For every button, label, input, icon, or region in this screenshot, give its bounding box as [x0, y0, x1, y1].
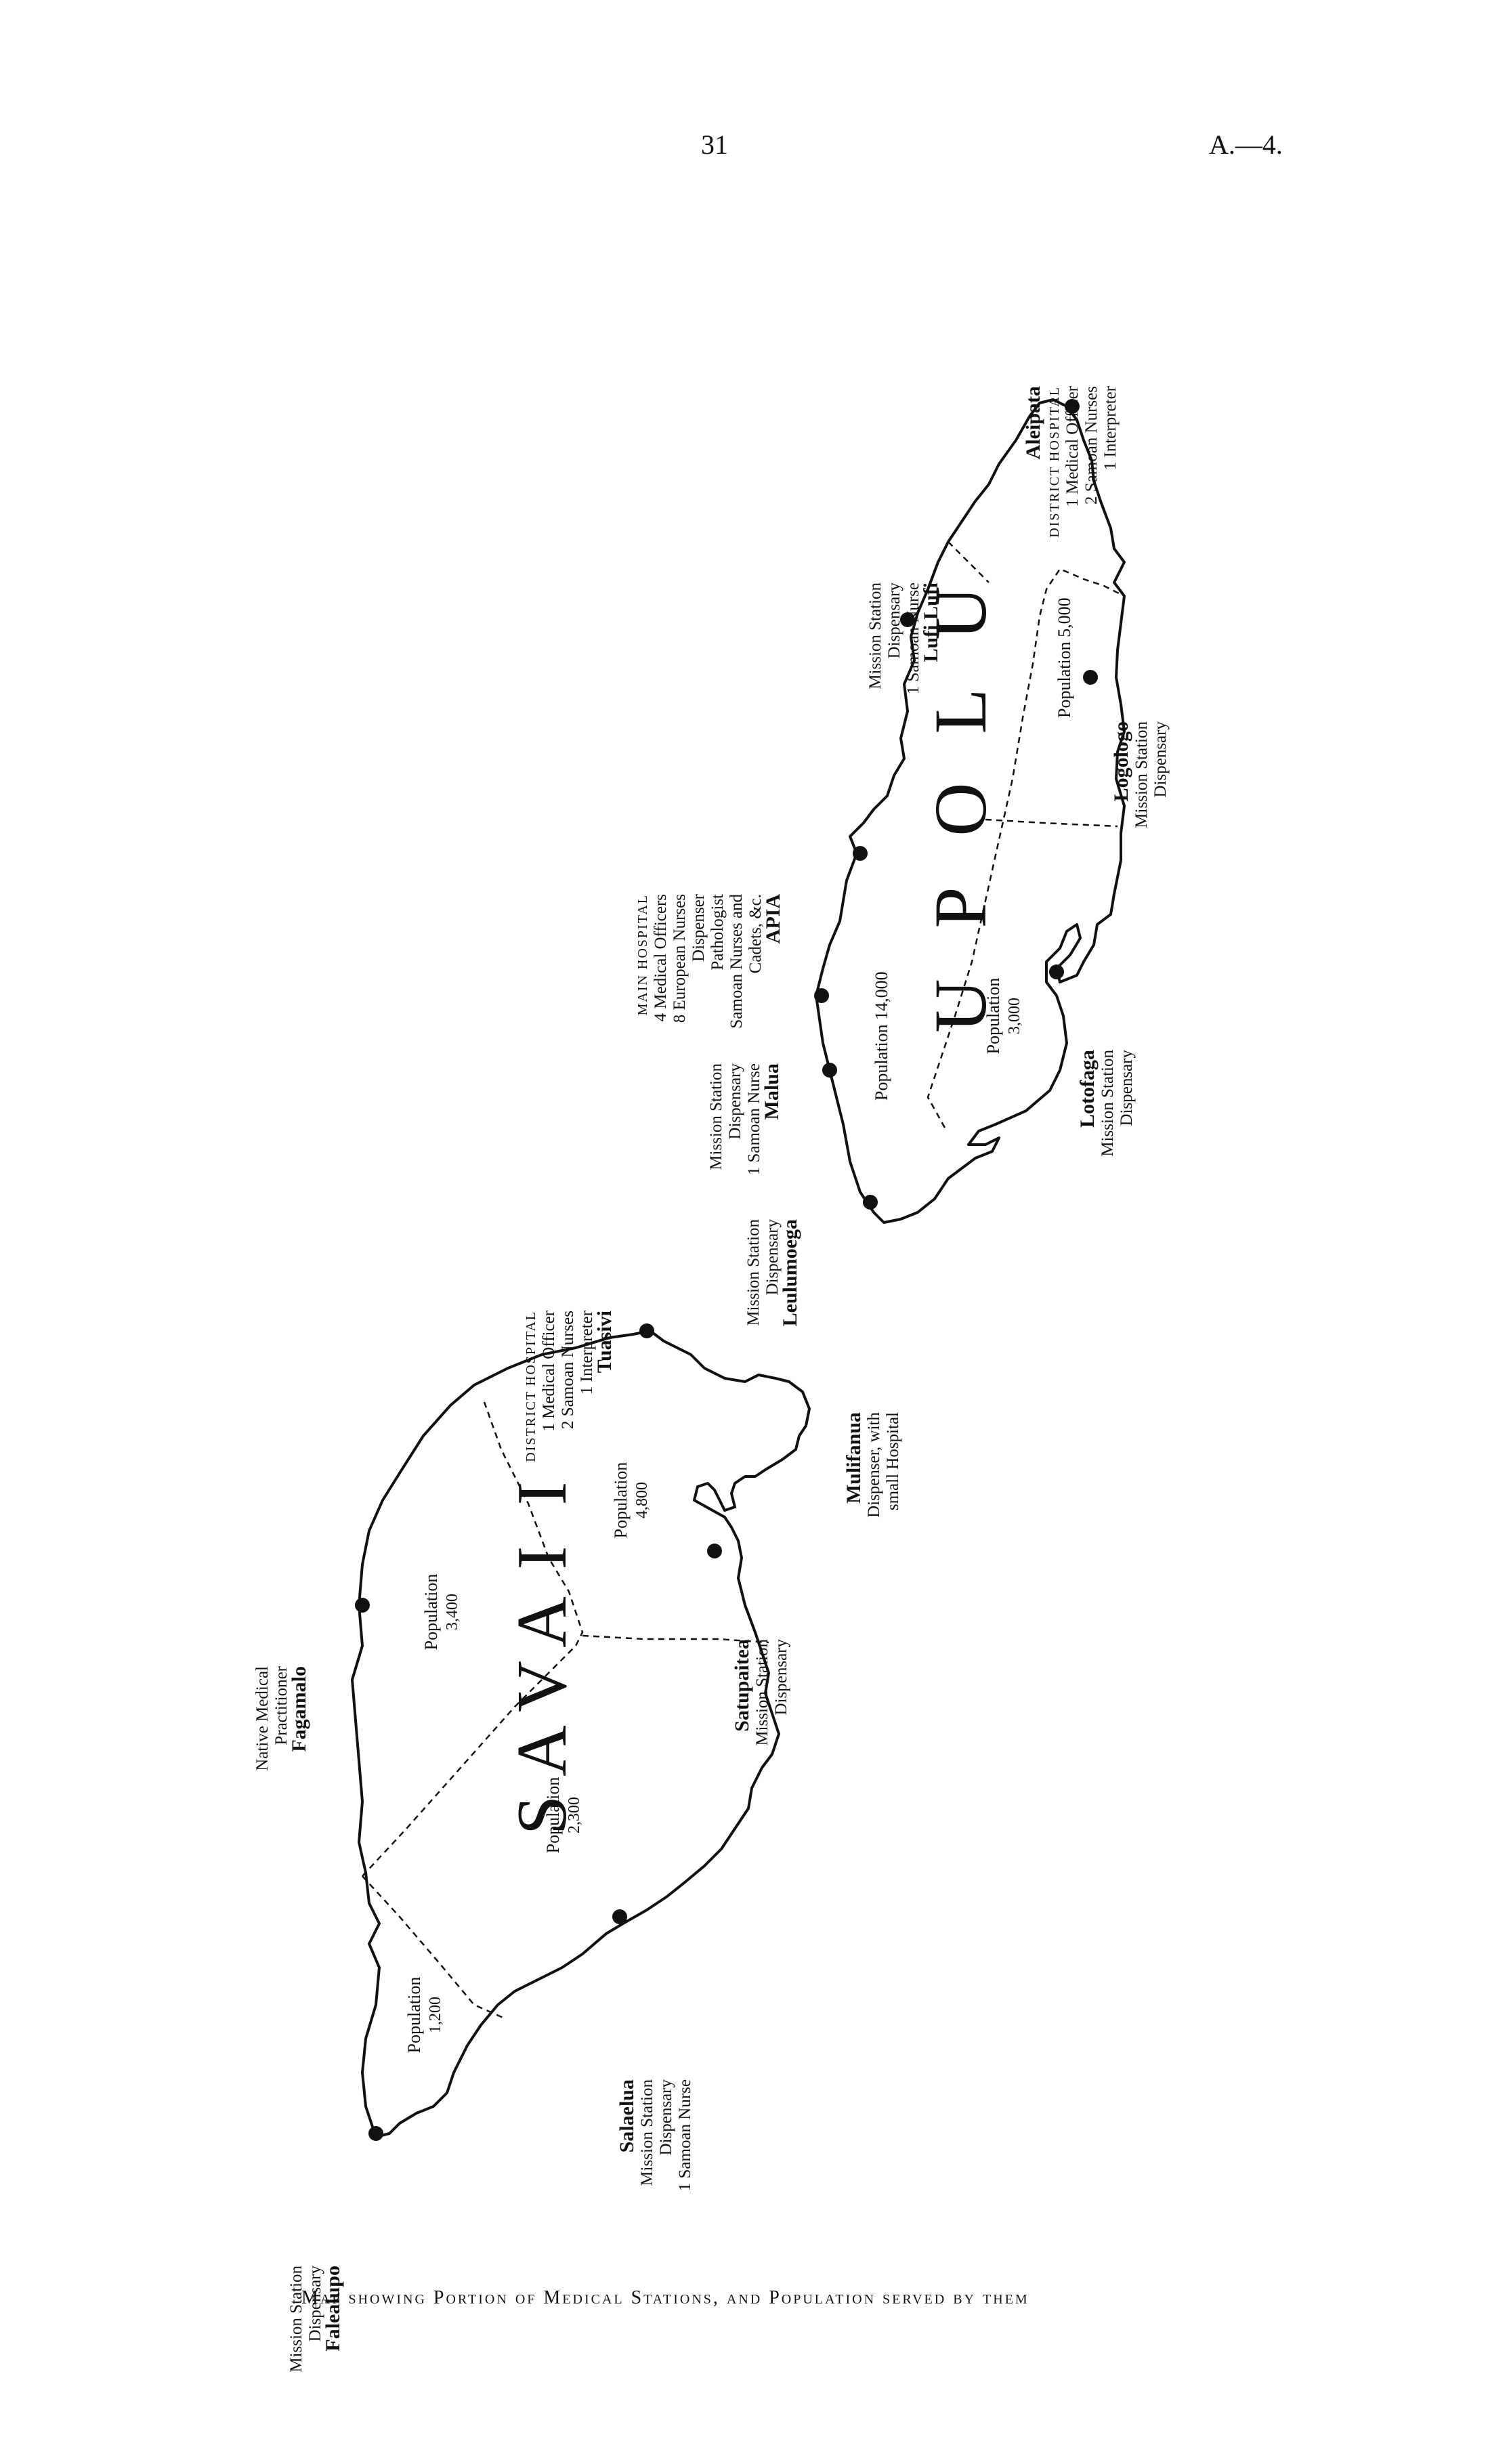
station-detail-lufilufi: Dispensary: [885, 582, 904, 659]
island-letter-savaii: A: [502, 1596, 581, 1648]
island-letter-savaii: I: [502, 1482, 581, 1506]
station-name-satupaitea: Satupaitea: [731, 1639, 753, 1732]
station-name-salaelua: Salaelua: [616, 2079, 638, 2152]
station-detail-fagamalo: Native Medical: [253, 1666, 272, 1771]
station-detail-aleipata: DISTRICT HOSPITAL: [1047, 386, 1062, 538]
station-markers: [355, 399, 1098, 2141]
station-dot-aleipata: [1065, 399, 1080, 414]
population-value-savaii-ne: 4,800: [633, 1482, 651, 1518]
station-name-lufilufi: Lufi Lufi: [920, 582, 942, 662]
station-dot-mulifanua: [863, 1195, 878, 1210]
station-dot-fagamalo: [355, 1598, 370, 1613]
station-detail-aleipata: 1 Medical Officer: [1063, 385, 1082, 507]
station-detail-mulifanua: small Hospital: [884, 1412, 902, 1510]
island-letter-upolu: U: [919, 979, 1002, 1032]
station-detail-malua: Mission Station: [707, 1063, 725, 1170]
population-value-savaii-n: 3,400: [444, 1594, 461, 1630]
station-name-falealupo: Falealupo: [322, 2266, 344, 2352]
station-detail-logologo: Dispensary: [1151, 721, 1170, 798]
station-name-aleipata: Aleipata: [1022, 386, 1044, 459]
station-detail-logologo: Mission Station: [1132, 721, 1151, 828]
station-detail-salaelua: Dispensary: [657, 2079, 675, 2156]
station-detail-falealupo: Dispensary: [306, 2266, 324, 2342]
island-letter-upolu: O: [919, 782, 1002, 836]
station-detail-aleipata: 1 Interpreter: [1101, 385, 1120, 470]
station-dot-salaelua: [612, 1909, 627, 1924]
island-letter-savaii: I: [502, 1546, 581, 1570]
station-detail-salaelua: Mission Station: [638, 2079, 656, 2186]
station-detail-leulumoega: Dispensary: [763, 1219, 782, 1296]
station-detail-apia: 8 European Nurses: [671, 894, 689, 1023]
station-name-mulifanua: Mulifanua: [843, 1412, 865, 1504]
station-detail-apia: Dispenser: [689, 893, 708, 962]
district-boundaries: [362, 541, 1125, 2020]
station-detail-apia: MAIN HOSPITAL: [635, 894, 650, 1015]
station-name-tuasivi: Tuasivi: [593, 1311, 616, 1373]
station-dot-malua: [814, 988, 829, 1003]
station-detail-satupaitea: Mission Station: [753, 1639, 771, 1746]
station-name-apia: APIA: [762, 894, 784, 944]
station-detail-apia: Cadets, &c.: [746, 894, 765, 973]
population-label-upolu-sw: Population: [983, 978, 1003, 1055]
station-dot-leulumoega: [822, 1063, 837, 1078]
island-letter-upolu: L: [919, 688, 1002, 734]
population-upolu-c: Population 5,000: [1055, 597, 1074, 718]
island-letter-savaii: S: [502, 1796, 581, 1835]
station-dot-falealupo: [368, 2126, 383, 2141]
population-value-savaii-s: 2,300: [566, 1797, 583, 1833]
population-value-savaii-w: 1,200: [427, 1997, 444, 2033]
station-detail-lufilufi: Mission Station: [866, 582, 885, 689]
population-value-upolu-sw: 3,000: [1006, 998, 1023, 1034]
station-detail-malua: 1 Samoan Nurse: [745, 1063, 763, 1175]
station-dot-lufilufi: [900, 612, 915, 627]
population-label-savaii-ne: Population: [611, 1462, 631, 1539]
station-detail-satupaitea: Dispensary: [772, 1639, 790, 1716]
station-detail-aleipata: 2 Samoan Nurses: [1082, 386, 1101, 505]
station-dot-tuasivi: [639, 1323, 654, 1338]
map-caption: Map showing Portion of Medical Stations,…: [301, 2287, 1029, 2308]
page-reference: A.—4.: [1209, 129, 1283, 160]
station-dot-apia: [853, 846, 868, 861]
station-detail-tuasivi: 1 Interpreter: [578, 1310, 596, 1395]
island-letter-savaii: A: [502, 1725, 581, 1777]
station-detail-tuasivi: DISTRICT HOSPITAL: [524, 1311, 538, 1462]
population-upolu-w: Population 14,000: [872, 971, 891, 1101]
population-label-savaii-w: Population: [404, 1977, 424, 2054]
station-dot-logologo: [1083, 670, 1098, 685]
population-label-savaii-n: Population: [421, 1574, 441, 1651]
station-dot-lotofaga: [1049, 964, 1064, 979]
station-detail-apia: 4 Medical Officers: [652, 894, 670, 1021]
station-dot-satupaitea: [707, 1544, 722, 1558]
station-detail-apia: Pathologist: [708, 894, 727, 971]
station-detail-malua: Dispensary: [726, 1063, 744, 1140]
station-detail-leulumoega: Mission Station: [744, 1219, 763, 1326]
station-detail-salaelua: 1 Samoan Nurse: [676, 2079, 694, 2191]
station-name-malua: Malua: [761, 1063, 783, 1120]
station-detail-lotofaga: Mission Station: [1099, 1050, 1117, 1157]
station-name-fagamalo: Fagamalo: [288, 1666, 310, 1752]
island-letter-upolu: U: [919, 586, 1002, 639]
station-name-logologo: Logologo: [1110, 721, 1132, 801]
station-detail-fagamalo: Practitioner: [272, 1665, 291, 1745]
station-detail-falealupo: Mission Station: [287, 2266, 305, 2373]
station-detail-tuasivi: 2 Samoan Nurses: [559, 1311, 577, 1429]
station-detail-mulifanua: Dispenser, with: [865, 1412, 883, 1518]
station-detail-tuasivi: 1 Medical Officer: [540, 1310, 558, 1431]
station-detail-lotofaga: Dispensary: [1118, 1050, 1136, 1126]
savaii-coastline: [351, 1330, 811, 2138]
station-detail-apia: Samoan Nurses and: [727, 894, 746, 1029]
station-name-leulumoega: Leulumoega: [779, 1219, 801, 1326]
station-name-lotofaga: Lotofaga: [1076, 1050, 1099, 1128]
page-number: 31: [701, 129, 728, 160]
population-label-savaii-s: Population: [543, 1777, 563, 1854]
island-letter-savaii: V: [502, 1661, 581, 1712]
station-detail-lufilufi: 1 Samoan Nurse: [904, 582, 922, 694]
island-letter-upolu: P: [919, 887, 1002, 928]
